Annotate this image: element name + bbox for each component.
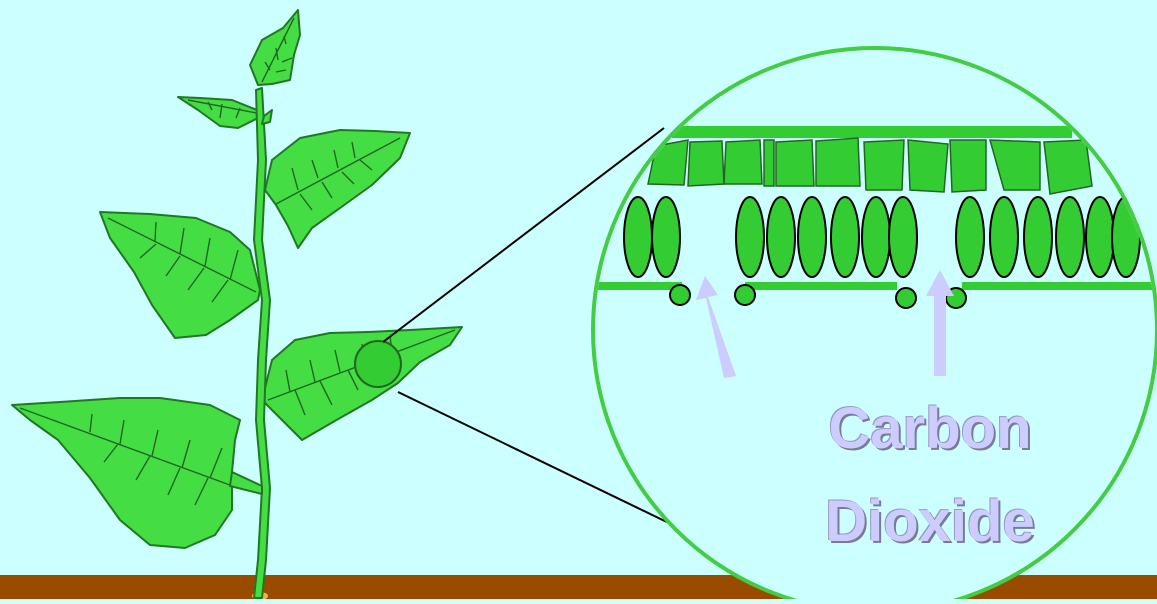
carbon-dioxide-label-line2: Dioxide bbox=[770, 488, 1090, 555]
stem bbox=[230, 88, 272, 598]
plant bbox=[12, 10, 462, 548]
leaf-upper-left bbox=[178, 97, 262, 128]
leaf-right-2 bbox=[262, 327, 462, 440]
carbon-dioxide-label-line1: Carbon bbox=[770, 395, 1090, 462]
magnified-spot bbox=[355, 341, 401, 387]
upper-epidermis bbox=[672, 126, 1072, 138]
leaf-left-1 bbox=[100, 212, 260, 338]
leaf-left-2 bbox=[12, 398, 260, 548]
leaf-right-1 bbox=[265, 130, 410, 248]
